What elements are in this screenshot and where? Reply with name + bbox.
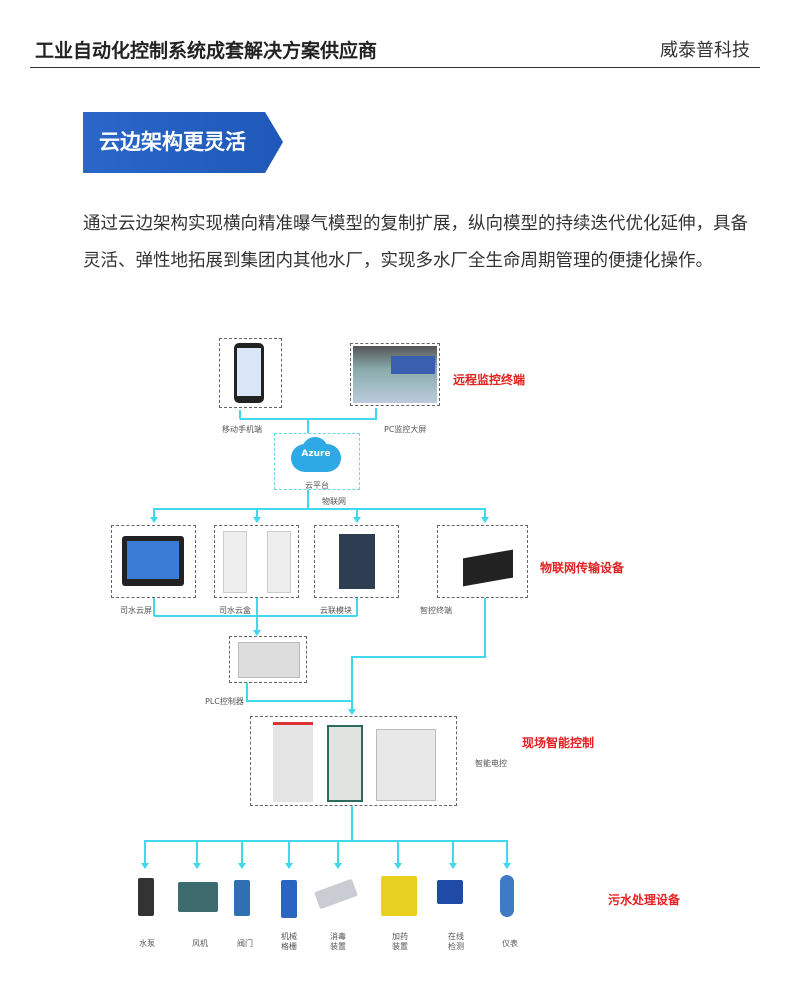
cloud-box-image [214,525,299,598]
header-title: 工业自动化控制系统成套解决方案供应商 [35,40,378,62]
equipment-label: 在线检测 [448,932,464,951]
layer-equipment-label: 污水处理设备 [608,893,681,907]
cloud-module-image [314,525,399,598]
equipment-label: 水泵 [139,939,155,948]
iot-item-label: 智控终端 [420,606,452,615]
cloud-platform-box: Azure 云平台 [274,433,360,490]
equipment-label: 阀门 [237,939,253,948]
mobile-device-image [219,338,282,408]
cloud-label: 云平台 [305,481,329,490]
section-title: 云边架构更灵活 [99,130,246,154]
smart-control-cabinet-image [250,716,457,806]
dosing-device-image [381,876,417,916]
iot-item-label: 云联模块 [320,606,352,615]
equipment-label: 消毒装置 [330,932,346,951]
iot-item-label: 司水云屏 [120,606,152,615]
remote-item-label: PC监控大屏 [384,425,427,434]
valve-image [234,880,250,916]
layer-field-label: 现场智能控制 [522,736,595,750]
cloud-logo: Azure [301,449,331,459]
meter-image [500,875,514,917]
iot-item-label: 司水云盒 [219,606,251,615]
disinfection-device-image [314,878,358,910]
network-label: 物联网 [322,497,346,506]
layer-remote-label: 远程监控终端 [453,373,526,387]
section-banner: 云边架构更灵活 [83,112,283,173]
equipment-label: 机械格栅 [281,932,297,951]
section-paragraph: 通过云边架构实现横向精准曝气模型的复制扩展，纵向模型的持续迭代优化延伸，具备灵活… [83,214,748,271]
header-brand: 威泰普科技 [660,40,750,61]
layer-iot-label: 物联网传输设备 [540,561,625,575]
cloud-screen-image [111,525,196,598]
pc-screen-image [350,343,440,406]
water-pump-image [138,878,154,916]
plc-controller-image [229,636,307,683]
equipment-label: 加药装置 [392,932,408,951]
online-detection-image [437,880,463,904]
blower-image [178,882,218,912]
header-divider [30,67,760,68]
control-label: 智能电控 [475,759,507,768]
plc-label: PLC控制器 [205,697,244,706]
smart-terminal-image [437,525,528,598]
equipment-label: 仪表 [502,939,518,948]
mechanical-grille-image [281,880,297,918]
equipment-label: 风机 [192,939,208,948]
remote-item-label: 移动手机端 [222,425,262,434]
